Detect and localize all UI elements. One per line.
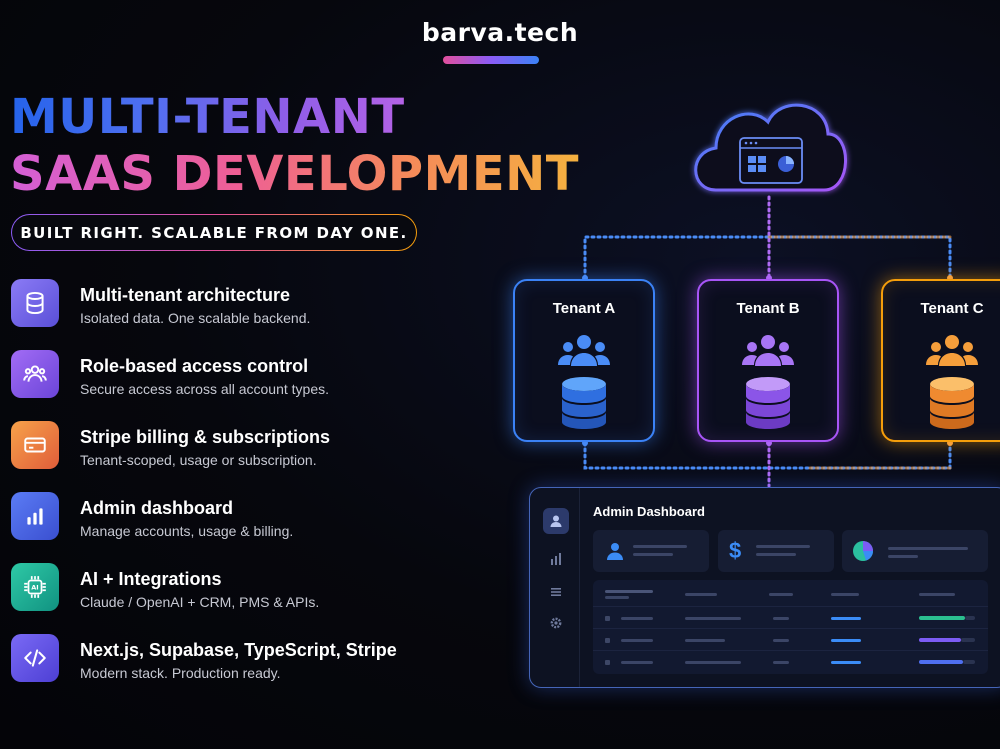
feature-item: Admin dashboard Manage accounts, usage &… [11,492,481,542]
feature-desc: Modern stack. Production ready. [80,665,281,681]
tenant-label: Tenant C [920,300,984,317]
stat-card-usage [842,530,988,572]
feature-item: Next.js, Supabase, TypeScript, Stripe Mo… [11,634,481,684]
feature-item: AI AI + Integrations Claude / OpenAI + C… [11,563,481,613]
stat-card-billing: $ [718,530,834,572]
dollar-icon: $ [729,538,742,563]
pie-chart-icon [853,541,873,561]
feature-desc: Secure access across all account types. [80,381,330,397]
svg-text:AI: AI [31,584,38,592]
feature-item: Stripe billing & subscriptions Tenant-sc… [11,421,481,471]
users-icon [11,350,59,398]
table-row [593,650,988,672]
user-icon [607,543,623,560]
tenant-card-c: Tenant C [881,279,1000,442]
feature-item: Role-based access control Secure access … [11,350,481,400]
feature-desc: Claude / OpenAI + CRM, PMS & APIs. [80,594,320,610]
brand-underline [443,56,539,64]
tenant-card-b: Tenant B [697,279,839,442]
list-icon [543,579,569,605]
database-icon [11,279,59,327]
feature-desc: Tenant-scoped, usage or subscription. [80,452,317,468]
bar-chart-icon [543,546,569,572]
feature-desc: Isolated data. One scalable backend. [80,310,311,326]
feature-title: Stripe billing & subscriptions [80,427,331,447]
database-icon [930,377,974,429]
database-icon [562,377,606,429]
ai-chip-icon: AI [11,563,59,611]
table-row [593,606,988,628]
feature-title: Next.js, Supabase, TypeScript, Stripe [80,640,397,660]
feature-title: Multi-tenant architecture [80,285,291,305]
users-icon [558,335,610,366]
admin-dashboard-panel: Admin Dashboard $ [529,487,1000,688]
admin-data-table [593,580,988,674]
tenant-card-a: Tenant A [513,279,655,442]
headline-line-2: SAAS DEVELOPMENT [10,146,580,202]
tenant-label: Tenant B [736,300,800,317]
cloud-window-icon [739,137,803,184]
tagline-pill: BUILT RIGHT. SCALABLE FROM DAY ONE. [11,214,417,251]
gear-icon [543,610,569,636]
admin-sidebar [530,488,580,687]
feature-title: AI + Integrations [80,569,222,589]
users-icon [742,335,794,366]
feature-title: Role-based access control [80,356,309,376]
users-icon [926,335,978,366]
credit-card-icon [11,421,59,469]
user-icon [543,508,569,534]
table-row [593,628,988,650]
admin-dashboard-title: Admin Dashboard [593,504,705,519]
feature-title: Admin dashboard [80,498,234,518]
database-icon [746,377,790,429]
stat-card-users [593,530,709,572]
tagline-text: BUILT RIGHT. SCALABLE FROM DAY ONE. [20,223,408,242]
feature-desc: Manage accounts, usage & billing. [80,523,294,539]
feature-item: Multi-tenant architecture Isolated data.… [11,279,481,329]
headline-line-1: MULTI-TENANT [10,89,405,145]
brand-logo: barva.tech [421,18,579,47]
bar-chart-icon [11,492,59,540]
tenant-label: Tenant A [552,300,616,317]
code-icon [11,634,59,682]
